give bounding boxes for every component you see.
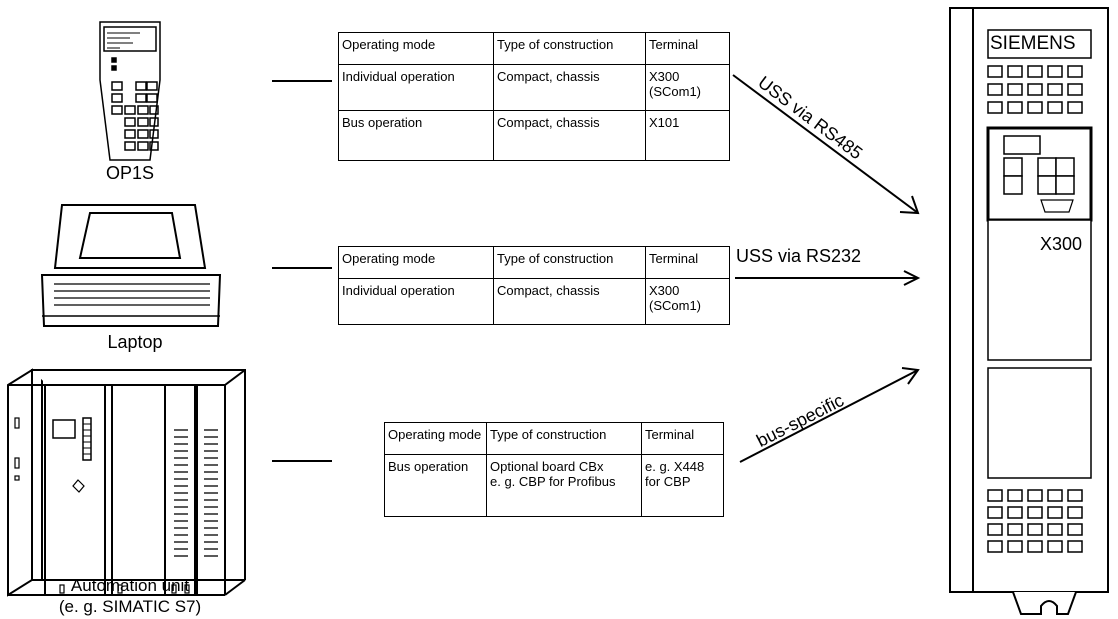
cell-mode: Bus operation bbox=[338, 110, 494, 161]
terminal-line1: X300 bbox=[649, 283, 680, 298]
drive-unit bbox=[949, 7, 1109, 615]
laptop-label: Laptop bbox=[107, 332, 163, 352]
terminal-line1: e. g. X448 bbox=[645, 459, 705, 474]
table-row: Individual operation Compact, chassis X3… bbox=[338, 64, 730, 111]
automation-device bbox=[7, 368, 246, 597]
table-row: Individual operation Compact, chassis X3… bbox=[338, 278, 730, 325]
table-header-row: Operating mode Type of construction Term… bbox=[338, 32, 730, 65]
table-row: Bus operation Compact, chassis X101 bbox=[338, 110, 730, 161]
header-operating-mode: Operating mode bbox=[338, 32, 494, 65]
cell-mode: Individual operation bbox=[338, 64, 494, 111]
header-terminal: Terminal bbox=[645, 246, 730, 279]
op1s-label: OP1S bbox=[105, 163, 155, 183]
header-terminal: Terminal bbox=[641, 422, 724, 455]
header-operating-mode: Operating mode bbox=[338, 246, 494, 279]
terminal-line2: (SCom1) bbox=[649, 84, 702, 99]
drive-brand-label: SIEMENS bbox=[990, 33, 1076, 54]
table-header-row: Operating mode Type of construction Term… bbox=[338, 246, 730, 279]
rs232-config-table: Operating mode Type of construction Term… bbox=[338, 246, 730, 325]
terminal-line2: (SCom1) bbox=[649, 298, 702, 313]
header-terminal: Terminal bbox=[645, 32, 730, 65]
cell-mode: Bus operation bbox=[384, 454, 487, 517]
device-connector-lines bbox=[272, 80, 332, 462]
terminal-line1: X300 bbox=[649, 69, 680, 84]
rs485-config-table: Operating mode Type of construction Term… bbox=[338, 32, 730, 161]
connection-arrows bbox=[732, 74, 921, 463]
cell-terminal: X300(SCom1) bbox=[645, 278, 730, 325]
cell-terminal: X101 bbox=[645, 110, 730, 161]
header-construction: Type of construction bbox=[493, 32, 646, 65]
automation-label-line1: Automation unit bbox=[70, 576, 190, 595]
cell-terminal: X300(SCom1) bbox=[645, 64, 730, 111]
table-header-row: Operating mode Type of construction Term… bbox=[384, 422, 724, 455]
automation-label-line2: (e. g. SIMATIC S7) bbox=[58, 597, 202, 616]
op1s-device bbox=[99, 21, 161, 161]
cell-construction: Compact, chassis bbox=[493, 110, 646, 161]
cell-construction: Compact, chassis bbox=[493, 278, 646, 325]
header-operating-mode: Operating mode bbox=[384, 422, 487, 455]
header-construction: Type of construction bbox=[493, 246, 646, 279]
construction-line1: Optional board CBx bbox=[490, 459, 604, 474]
laptop-device bbox=[40, 204, 222, 327]
cell-mode: Individual operation bbox=[338, 278, 494, 325]
cell-construction: Compact, chassis bbox=[493, 64, 646, 111]
bus-config-table: Operating mode Type of construction Term… bbox=[384, 422, 724, 517]
drive-port-label: X300 bbox=[1040, 234, 1083, 254]
header-construction: Type of construction bbox=[486, 422, 642, 455]
rs232-connection-label: USS via RS232 bbox=[736, 246, 862, 266]
construction-line2: e. g. CBP for Profibus bbox=[490, 474, 616, 489]
terminal-line2: for CBP bbox=[645, 474, 691, 489]
